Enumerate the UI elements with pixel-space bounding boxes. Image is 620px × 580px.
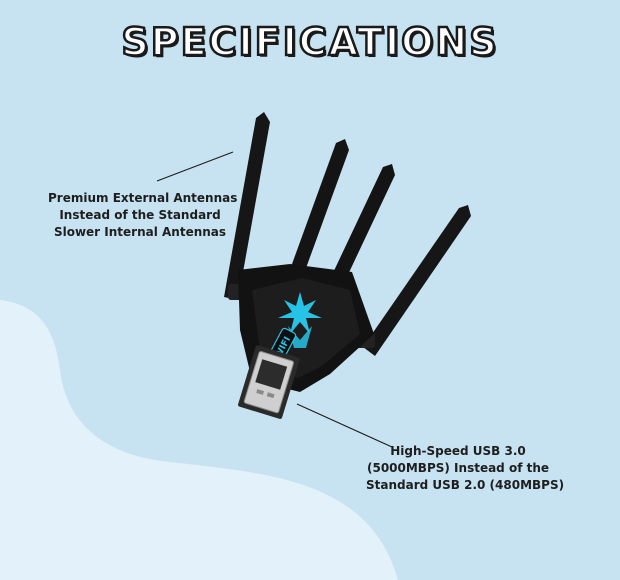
usb-callout: High-Speed USB 3.0 (5000MBPS) Instead of…: [366, 443, 565, 494]
antenna-4: [363, 205, 471, 356]
antenna-2: [284, 139, 349, 290]
usb-callout-line-1: High-Speed USB 3.0: [390, 444, 526, 458]
antenna-3: [323, 164, 395, 300]
phoenix-logo-icon: [278, 292, 322, 348]
antennas-callout-line-3: Slower Internal Antennas: [53, 225, 227, 239]
usb-callout-line-2: (5000MBPS) Instead of the: [366, 461, 550, 475]
antennas-callout: Premium External Antennas Instead of the…: [48, 190, 238, 241]
usb-leader-line: [296, 403, 393, 448]
usb-callout-line-3: Standard USB 2.0 (480MBPS): [366, 478, 565, 492]
antennas-callout-line-2: Instead of the Standard: [59, 208, 221, 222]
background-wave: [0, 300, 398, 580]
wifi-adapter-icon: WIFI: [224, 112, 471, 419]
antennas-callout-line-1: Premium External Antennas: [48, 191, 238, 205]
usb-connector: [238, 345, 300, 419]
antenna-1: [224, 112, 270, 300]
page-title: SPECIFICATIONS: [120, 19, 499, 66]
antennas-leader-line: [156, 151, 234, 182]
